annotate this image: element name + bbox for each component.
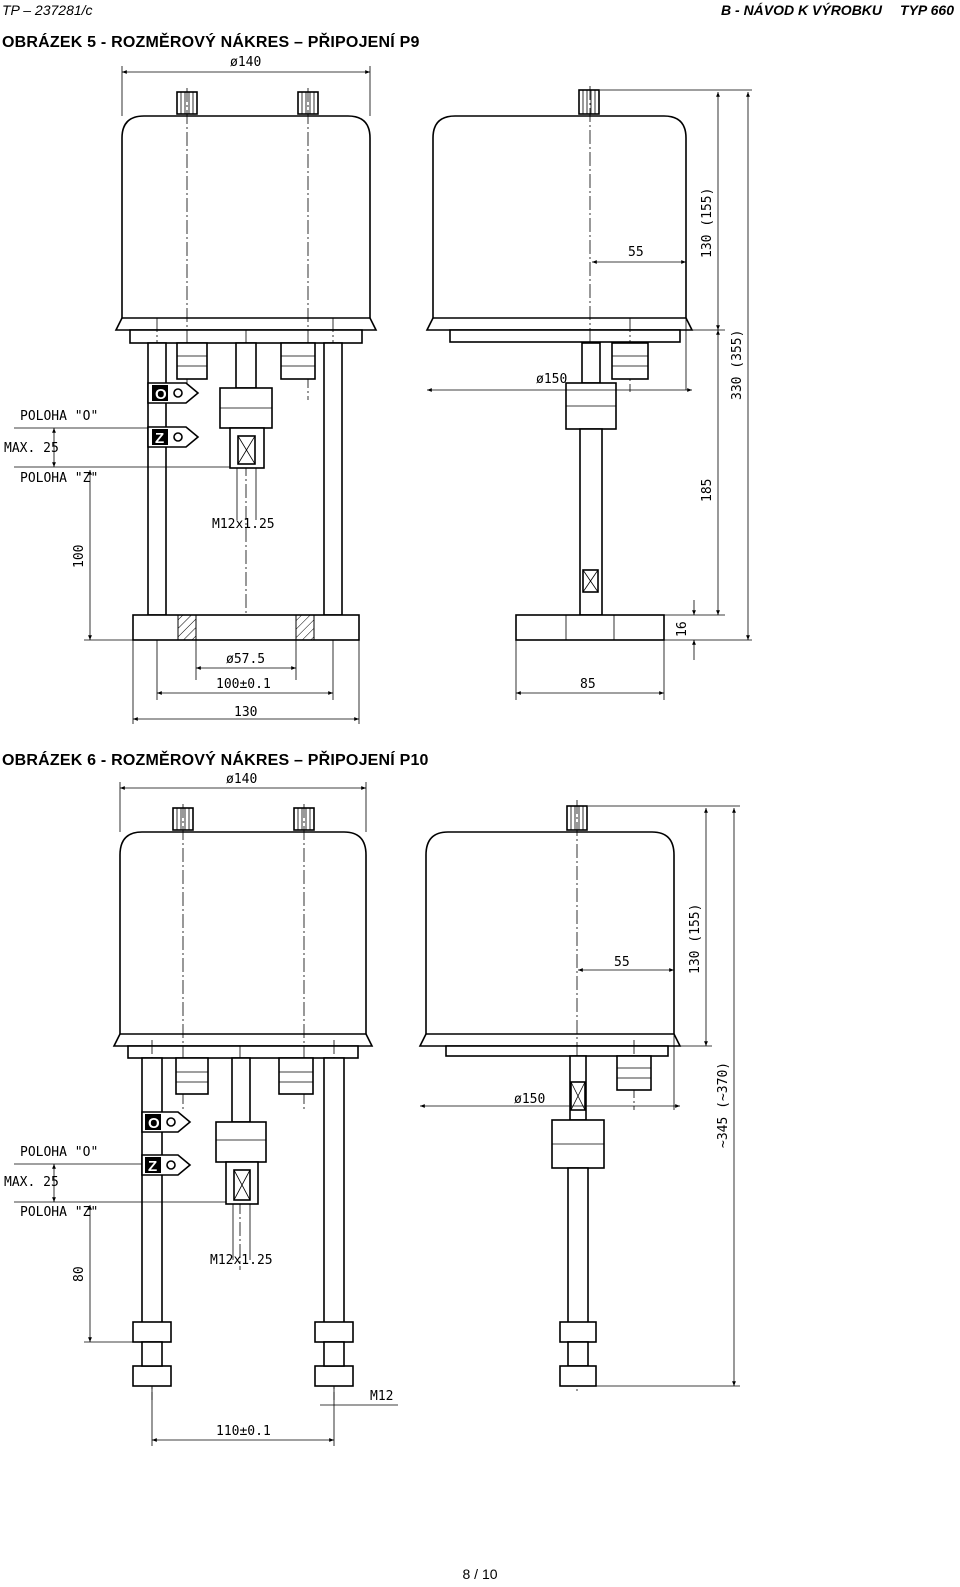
- fig6-side-view: 55 ø150 130 (155) ~345 (~370): [418, 800, 740, 1392]
- fig6-base-plate: [127, 1045, 359, 1059]
- fig5-label-max25: MAX. 25: [4, 441, 59, 456]
- figure6-title: OBRÁZEK 6 - ROZMĚROVÝ NÁKRES – PŘIPOJENÍ…: [2, 752, 429, 769]
- fig5-spindle: [235, 342, 257, 389]
- fig5-flange: [132, 614, 360, 641]
- fig6-nut-right-lower: [314, 1365, 354, 1387]
- fig5-label-poloha-z: POLOHA "Z": [20, 471, 98, 486]
- fig5-side-dim-130-155: 130 (155): [700, 188, 715, 258]
- fig5-column-right: [323, 342, 343, 616]
- fig5-side-view: 55 ø150 130 (155) 185 330 (355) 16 85: [425, 86, 752, 700]
- fig6-rod-left: [141, 1057, 163, 1327]
- page-number: 8 / 10: [462, 1566, 498, 1582]
- fig5-cable-gland-right: [280, 342, 316, 380]
- fig6-dim-m12x125: M12x1.25: [210, 1253, 273, 1268]
- fig6-nut-right-upper: [314, 1321, 354, 1343]
- fig6-side-nut-upper: [559, 1321, 597, 1343]
- section-title: B - NÁVOD K VÝROBKU: [721, 2, 883, 18]
- figure5-title: OBRÁZEK 5 - ROZMĚROVÝ NÁKRES – PŘIPOJENÍ…: [2, 34, 420, 51]
- fig6-side-dim-dia150: ø150: [514, 1092, 545, 1107]
- fig6-side-dim-55: 55: [614, 955, 630, 970]
- fig5-side-cover: [432, 115, 687, 319]
- fig5-dim-100tol: 100±0.1: [216, 677, 271, 692]
- fig5-side-dim-dia150: ø150: [536, 372, 567, 387]
- fig5-side-terminal: [578, 89, 600, 115]
- fig5-side-base: [449, 329, 681, 343]
- fig6-side-dim-130-155: 130 (155): [688, 904, 703, 974]
- fig6-spindle: [231, 1057, 251, 1123]
- fig6-label-poloha-z: POLOHA "Z": [20, 1205, 98, 1220]
- fig5-side-gland: [611, 342, 649, 380]
- fig6-dim-m12: M12: [370, 1389, 393, 1404]
- fig6-mark-z: Z: [148, 1158, 157, 1175]
- fig6-nut-left-upper: [132, 1321, 172, 1343]
- fig6-dim-110tol: 110±0.1: [216, 1424, 271, 1439]
- fig5-side-flange: [515, 614, 665, 641]
- document-code: TP – 237281/c: [2, 2, 93, 18]
- fig5-dim-m12: M12x1.25: [212, 517, 275, 532]
- fig6-side-rod: [567, 1167, 589, 1327]
- fig5-side-dim-16: 16: [675, 621, 690, 637]
- fig6-cable-gland-left: [175, 1057, 209, 1095]
- document-section: B - NÁVOD K VÝROBKU TYP 660: [703, 2, 954, 18]
- fig5-side-dim-85: 85: [580, 677, 596, 692]
- fig6-nut-left-lower: [132, 1365, 172, 1387]
- fig5-dim-dia57: ø57.5: [226, 652, 265, 667]
- fig5-mark-o: O: [155, 386, 167, 403]
- fig5-front-view: O Z ø140 M12x1.25 ø57.5 100±0.1 130 POLO…: [4, 55, 378, 724]
- fig6-rod-right: [323, 1057, 345, 1327]
- fig6-label-max25: MAX. 25: [4, 1175, 59, 1190]
- fig6-dim-dia140: ø140: [226, 772, 257, 787]
- fig6-mark-o: O: [148, 1115, 160, 1132]
- fig6-side-gland: [616, 1055, 652, 1091]
- fig6-dim-80: 80: [72, 1266, 87, 1282]
- fig5-side-dim-55: 55: [628, 245, 644, 260]
- fig6-front-view: O Z ø140 M12x1.25 M12 110±0.1 POLOHA "O"…: [4, 772, 398, 1446]
- fig5-cable-gland-left: [176, 342, 208, 380]
- fig5-dim-dia140: ø140: [230, 55, 261, 70]
- fig6-coupling: [215, 1121, 267, 1163]
- fig5-mark-z: Z: [155, 430, 164, 447]
- product-type: TYP 660: [900, 2, 954, 18]
- fig6-cable-gland-right: [278, 1057, 314, 1095]
- fig6-side-nut-lower: [559, 1365, 597, 1387]
- fig6-label-poloha-o: POLOHA "O": [20, 1145, 98, 1160]
- fig6-side-cover: [425, 831, 675, 1035]
- fig5-side-dim-330-355: 330 (355): [730, 330, 745, 400]
- fig5-cover: [121, 115, 371, 319]
- fig5-label-poloha-o: POLOHA "O": [20, 409, 98, 424]
- fig6-side-dim-345-370: ~345 (~370): [716, 1062, 731, 1148]
- fig5-side-spindle: [581, 342, 601, 384]
- fig5-dim-130: 130: [234, 705, 257, 720]
- fig5-side-dim-185: 185: [700, 479, 715, 502]
- fig6-cover: [119, 831, 367, 1035]
- fig5-dim-100: 100: [72, 545, 87, 568]
- fig6-side-base: [445, 1045, 669, 1057]
